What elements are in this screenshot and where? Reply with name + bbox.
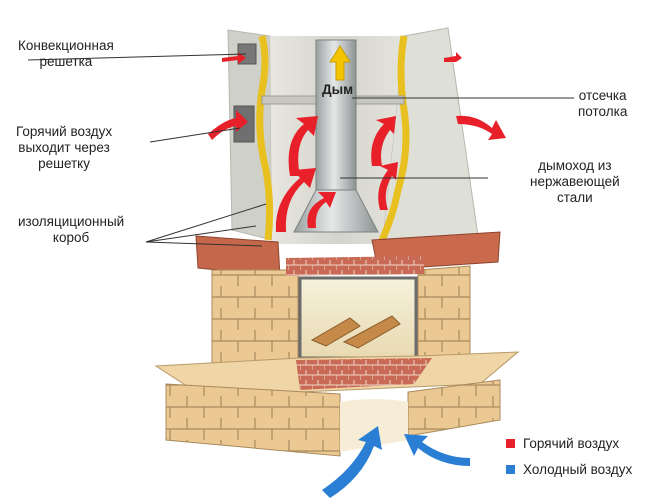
leader-line [145, 203, 267, 243]
legend-swatch-hot [506, 439, 515, 448]
insulation-right [376, 35, 410, 246]
legend-label-cold: Холодный воздух [523, 462, 633, 477]
legend-cold-air: Холодный воздух [506, 462, 632, 477]
leader-lines [27, 53, 574, 247]
hearth-red-strip [296, 358, 432, 390]
base-opening [340, 399, 408, 452]
firebox-lintel [286, 256, 424, 276]
label-stainless-flue: дымоход из нержавеющей стали [530, 158, 620, 205]
logs [310, 315, 401, 349]
hot-air-arrow [444, 52, 462, 62]
label-smoke: Дым [322, 82, 354, 97]
label-ceiling-cutoff: отсечка потолка [578, 88, 628, 119]
leader-line [27, 53, 247, 61]
leader-line [145, 225, 257, 243]
hot-air-arrow [222, 52, 246, 64]
hot-air-arrows [208, 52, 506, 232]
hot-air-arrow [371, 116, 396, 166]
legend-swatch-cold [506, 465, 515, 474]
hot-air-arrow [208, 110, 248, 140]
hot-air-arrow [288, 116, 318, 176]
smoke-arrow [329, 45, 351, 81]
insulation-left [256, 35, 274, 241]
hot-air-arrow [456, 115, 506, 140]
cold-air-arrow [404, 434, 470, 466]
legend-hot-air: Горячий воздух [506, 436, 619, 451]
leader-line [145, 241, 263, 247]
label-hot-air-exits: Горячий воздух выходит через решетку [16, 124, 113, 171]
hot-air-arrow [275, 168, 316, 232]
cold-air-arrow [322, 426, 382, 498]
cold-air-arrows [322, 426, 470, 498]
label-insulation-box: изоляциционный короб [18, 214, 125, 245]
label-convection-grille: Конвекционная решетка [18, 38, 114, 69]
hot-air-arrow [378, 162, 398, 210]
base-right [407, 379, 501, 437]
legend-label-hot: Горячий воздух [523, 436, 620, 451]
leader-line [149, 127, 241, 143]
base-left [165, 383, 341, 457]
hot-air-arrow [307, 192, 336, 228]
